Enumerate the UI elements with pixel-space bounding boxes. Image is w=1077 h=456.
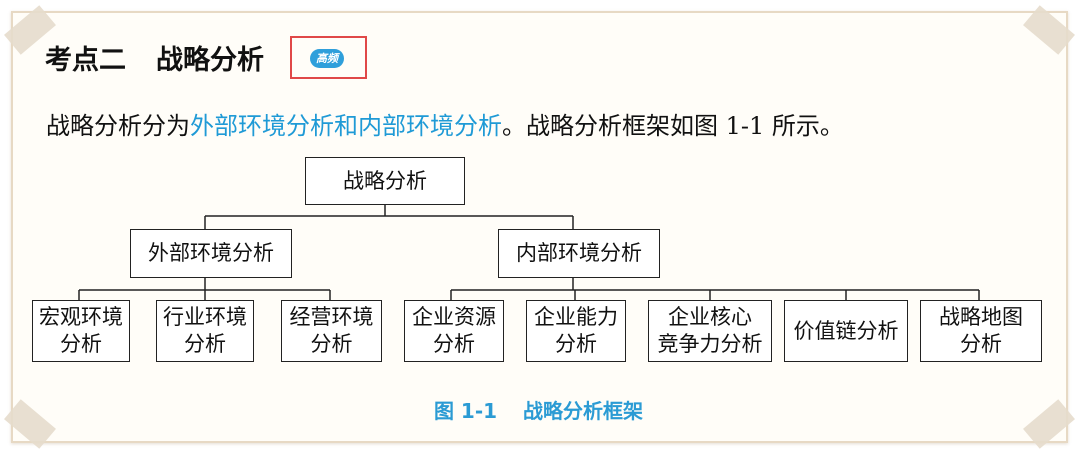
caption-title: 战略分析框架 xyxy=(523,399,644,423)
high-frequency-badge: 高频 xyxy=(310,49,344,68)
section-heading: 考点二战略分析 xyxy=(45,38,264,77)
external-node: 外部环境分析 xyxy=(130,229,292,278)
leaf-node: 经营环境分析 xyxy=(281,300,382,362)
badge-highlight-frame: 高频 xyxy=(290,36,367,79)
intro-paragraph: 战略分析分为外部环境分析和内部环境分析。战略分析框架如图 1-1 所示。 xyxy=(46,106,844,141)
leaf-label-line1: 经营环境 xyxy=(289,305,374,329)
root-label: 战略分析 xyxy=(343,168,427,193)
external-label: 外部环境分析 xyxy=(148,241,274,265)
leaf-label-line1: 宏观环境 xyxy=(39,305,123,329)
leaf-label-line2: 分析 xyxy=(60,332,102,356)
leaf-node: 企业资源分析 xyxy=(404,300,504,362)
internal-node: 内部环境分析 xyxy=(498,229,660,278)
leaf-label-line2: 分析 xyxy=(310,332,353,356)
leaf-label-line2: 分析 xyxy=(184,332,226,356)
leaf-label-line1: 企业核心 xyxy=(668,305,752,329)
leaf-label-line2: 竞争力分析 xyxy=(657,332,763,356)
caption-number: 图 1-1 xyxy=(433,399,498,423)
leaf-label-line2: 分析 xyxy=(555,332,597,356)
leaf-label-line1: 企业资源 xyxy=(412,305,496,329)
leaf-node: 价值链分析 xyxy=(784,300,908,362)
leaf-label-line2: 分析 xyxy=(960,332,1002,356)
leaf-label-line2: 分析 xyxy=(433,332,475,356)
leaf-label-line1: 企业能力 xyxy=(534,305,618,329)
leaf-label-line1: 价值链分析 xyxy=(793,318,899,343)
root-node: 战略分析 xyxy=(305,157,465,205)
leaf-node: 企业核心竞争力分析 xyxy=(648,300,772,362)
leaf-node: 行业环境分析 xyxy=(156,300,254,362)
leaf-node: 企业能力分析 xyxy=(526,300,626,362)
intro-before: 战略分析分为 xyxy=(46,112,190,140)
heading-number: 考点二 xyxy=(45,45,126,76)
internal-label: 内部环境分析 xyxy=(516,241,642,265)
leaf-label-line1: 战略地图 xyxy=(939,305,1023,329)
leaf-node: 战略地图分析 xyxy=(920,300,1042,362)
intro-after: 。战略分析框架如图 1-1 所示。 xyxy=(502,112,844,140)
heading-title: 战略分析 xyxy=(156,45,264,76)
leaf-node: 宏观环境分析 xyxy=(32,300,130,362)
leaf-label-line1: 行业环境 xyxy=(163,305,247,329)
content-card xyxy=(4,5,1075,449)
intro-highlight: 外部环境分析和内部环境分析 xyxy=(190,112,502,140)
figure-caption: 图 1-1 战略分析框架 xyxy=(0,395,1077,424)
